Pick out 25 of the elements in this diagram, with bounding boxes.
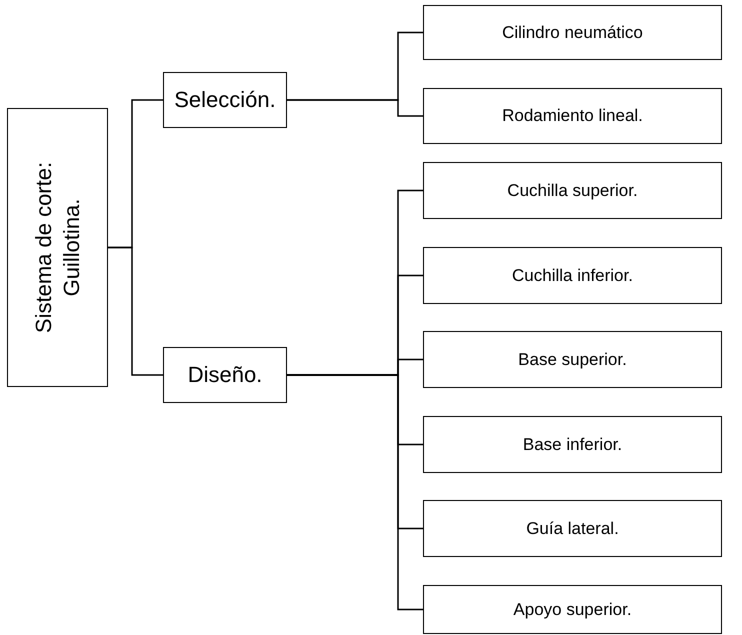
box-label: Sistema de corte: Guillotina. <box>30 160 84 336</box>
box-label: Selección. <box>174 86 276 114</box>
connector-line <box>108 246 163 376</box>
topic-box <box>423 5 722 60</box>
box-label: Apoyo superior. <box>513 598 632 620</box>
root-box <box>7 108 108 387</box>
box-label: Cilindro neumático <box>502 22 643 44</box>
box-label: Base inferior. <box>522 434 622 456</box>
box-label: Diseño. <box>188 361 262 389</box>
topic-box <box>423 247 722 304</box>
box-label: Guía lateral. <box>526 518 619 540</box>
topic-box <box>423 88 722 144</box>
topic-box <box>163 72 287 128</box>
topic-box <box>423 331 722 388</box>
box-label: Cuchilla superior. <box>507 180 638 202</box>
topic-box <box>423 162 722 219</box>
connector-line <box>287 374 423 610</box>
box-label: Base superior. <box>518 348 627 370</box>
connector-line <box>287 99 423 117</box>
box-label: Cuchilla inferior. <box>512 264 633 286</box>
topic-box <box>163 347 287 403</box>
topic-box <box>423 416 722 473</box>
topic-box <box>423 585 722 634</box>
topic-box <box>423 500 722 557</box>
box-label: Rodamiento lineal. <box>502 105 643 127</box>
